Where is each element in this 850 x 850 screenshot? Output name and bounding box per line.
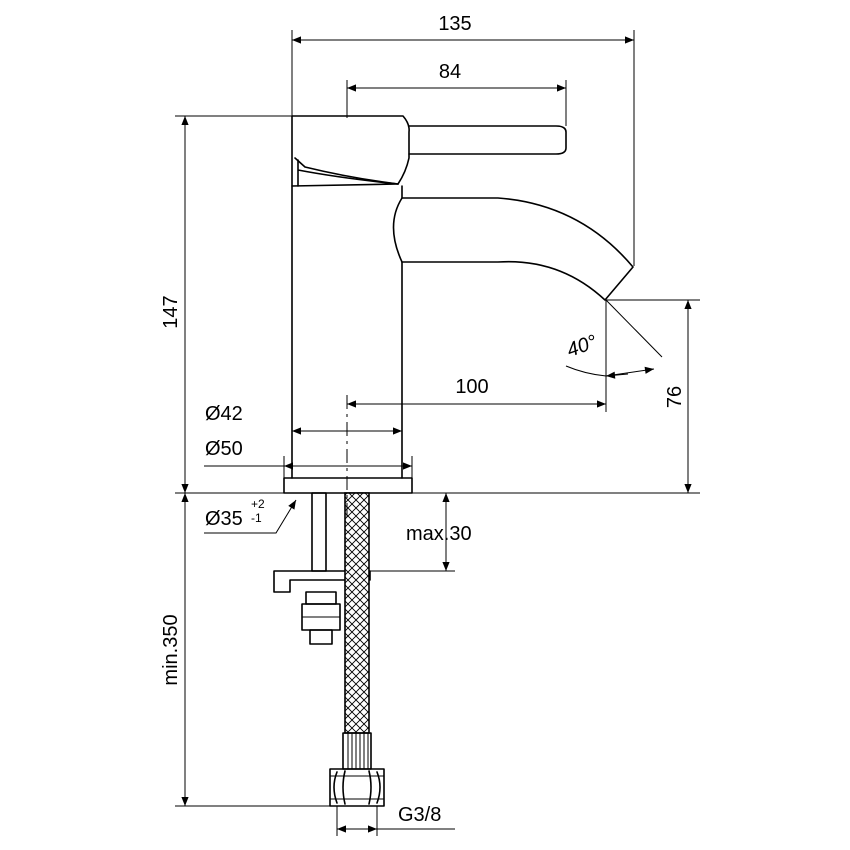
faucet-handle bbox=[291, 115, 410, 187]
faucet-base bbox=[283, 477, 413, 494]
label-84: 84 bbox=[439, 61, 461, 83]
dimension-labels: 135 84 147 100 76 40° Ø42 Ø50 Ø35 +2 -1 … bbox=[160, 13, 686, 826]
label-50: Ø50 bbox=[205, 438, 243, 460]
label-100: 100 bbox=[455, 376, 488, 398]
label-g38: G3/8 bbox=[398, 804, 441, 826]
flex-hose bbox=[344, 492, 370, 734]
faucet-spout bbox=[392, 197, 634, 301]
hose-connector-nut bbox=[329, 768, 385, 807]
dim-arc-40 bbox=[565, 365, 655, 377]
handle-cap-line bbox=[294, 157, 399, 185]
hose-ferrule bbox=[342, 732, 372, 770]
extension-lines bbox=[175, 30, 700, 836]
label-max30: max.30 bbox=[406, 523, 472, 545]
label-40: 40° bbox=[564, 331, 600, 362]
fixing-nut bbox=[301, 591, 341, 645]
label-35: Ø35 bbox=[205, 508, 243, 530]
mounting-rod bbox=[311, 492, 327, 572]
label-42: Ø42 bbox=[205, 403, 243, 425]
label-76: 76 bbox=[664, 386, 686, 408]
faucet-outline bbox=[273, 115, 634, 807]
label-350: min.350 bbox=[160, 614, 182, 685]
label-35-tol-plus: +2 bbox=[251, 497, 265, 511]
dimension-lines bbox=[181, 36, 692, 833]
label-35-tol-minus: -1 bbox=[251, 511, 262, 525]
faucet-lever bbox=[408, 125, 567, 155]
label-147: 147 bbox=[160, 295, 182, 328]
handle-neck bbox=[297, 159, 399, 187]
dim-arc-40-left bbox=[605, 371, 629, 379]
dim-line-35-leader bbox=[204, 499, 297, 534]
label-135: 135 bbox=[438, 13, 471, 35]
